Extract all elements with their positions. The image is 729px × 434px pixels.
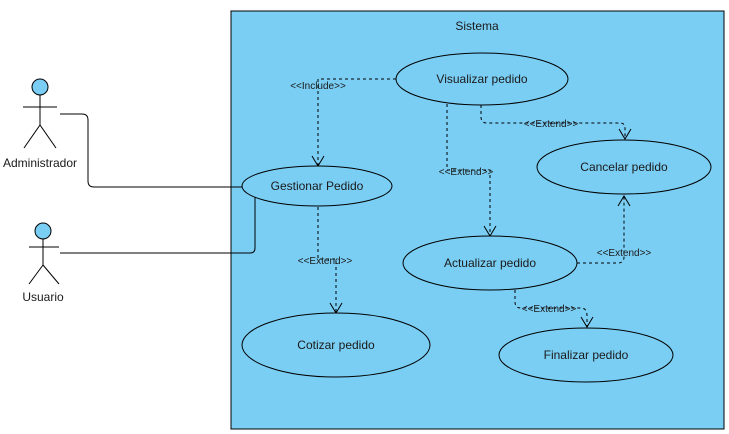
use-case-cancelar-pedido[interactable]: Cancelar pedido [536, 139, 712, 195]
use-case-gestionar-pedido[interactable]: Gestionar Pedido [241, 165, 393, 207]
extend-actualizar-cancelar[interactable] [577, 196, 625, 264]
stereotype-label: <<Extend>> [597, 248, 652, 259]
use-case-label: Cotizar pedido [297, 338, 375, 352]
arrowhead [617, 195, 631, 207]
use-case-visualizar-pedido[interactable]: Visualizar pedido [395, 52, 569, 106]
association-admin-gestionar[interactable] [60, 113, 243, 188]
actor-leg-right [39, 124, 57, 149]
arrowhead [580, 316, 594, 328]
use-case-ellipse [498, 327, 674, 383]
extend-visualizar-cancelar[interactable] [480, 105, 626, 139]
stereotype-label: <<Extend>> [524, 119, 579, 130]
stereotype-label: <<Extend>> [298, 256, 353, 267]
extend-actualizar-finalizar[interactable] [514, 290, 588, 327]
stereotype-label: <<Include>> [290, 81, 346, 92]
actor-leg-right [42, 264, 60, 285]
extend-gestionar-cotizar[interactable] [317, 207, 337, 313]
use-case-cotizar-pedido[interactable]: Cotizar pedido [241, 312, 431, 378]
actor-label: Administrador [3, 156, 77, 170]
use-case-label: Cancelar pedido [580, 160, 668, 174]
actor-head [34, 222, 52, 240]
actor-label: Usuario [22, 290, 64, 304]
stereotype-label: <<Extend>> [522, 304, 577, 315]
actor-leg-left [28, 264, 44, 285]
actor-usuario[interactable]: Usuario [22, 222, 64, 304]
use-case-ellipse [536, 139, 712, 195]
use-case-ellipse [402, 235, 578, 291]
use-case-label: Actualizar pedido [444, 256, 536, 270]
use-case-label: Finalizar pedido [544, 348, 629, 362]
extend-visualizar-actualizar[interactable] [446, 104, 491, 236]
stereotype-label: <<Extend>> [439, 167, 494, 178]
use-case-ellipse [395, 52, 569, 106]
arrowhead [618, 128, 632, 140]
system-title: Sistema [455, 19, 499, 33]
use-case-actualizar-pedido[interactable]: Actualizar pedido [402, 235, 578, 291]
association-user-gestionar[interactable] [60, 188, 256, 254]
use-case-ellipse [241, 165, 393, 207]
use-case-ellipse [241, 312, 431, 378]
actor-administrador[interactable]: Administrador [3, 78, 77, 170]
use-case-label: Gestionar Pedido [271, 179, 364, 193]
actor-leg-left [23, 124, 41, 149]
use-case-label: Visualizar pedido [436, 72, 527, 86]
actor-head [31, 78, 49, 96]
use-case-finalizar-pedido[interactable]: Finalizar pedido [498, 327, 674, 383]
include-visualizar-gestionar[interactable] [317, 78, 396, 165]
